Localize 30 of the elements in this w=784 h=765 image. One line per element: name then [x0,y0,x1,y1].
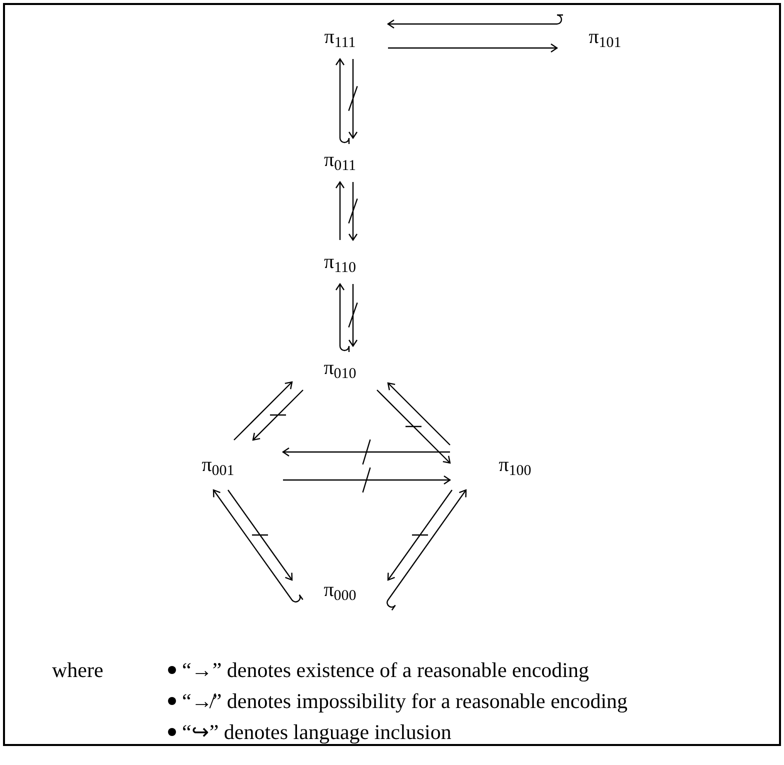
node-label: π$_{001}$ [153,440,283,490]
legend-text: “↛” denotes impossibility for a reasonable encoding [182,689,628,713]
node-label: π$_{011}$ [292,138,388,182]
arrow [335,58,350,144]
node-label: π$_{111}$ [292,15,388,59]
arrow [212,489,304,602]
node-label: π$_{100}$ [450,440,580,490]
node-label: π$_{010}$ [292,346,388,390]
arrow [348,283,358,347]
arrow [282,438,451,466]
arrow [387,14,563,29]
note-text: where [52,660,104,681]
arrow [252,389,304,441]
legend-text: “→” denotes existence of a reasonable encoding [182,658,589,682]
arrow [348,58,358,139]
arrow [387,382,450,446]
arrow [335,283,350,352]
node-label: π$_{110}$ [292,240,388,284]
arrow [234,381,293,440]
arrow [388,43,558,53]
legend-text: “↪” denotes language inclusion [182,720,452,744]
arrow [282,466,451,494]
arrow [386,489,467,610]
node-label: π$_{101}$ [557,15,653,59]
arrow [387,489,453,581]
arrow [348,181,358,241]
node-label: π$_{000}$ [292,568,388,612]
arrow [376,389,451,464]
arrow [227,489,293,581]
arrow [335,181,345,240]
